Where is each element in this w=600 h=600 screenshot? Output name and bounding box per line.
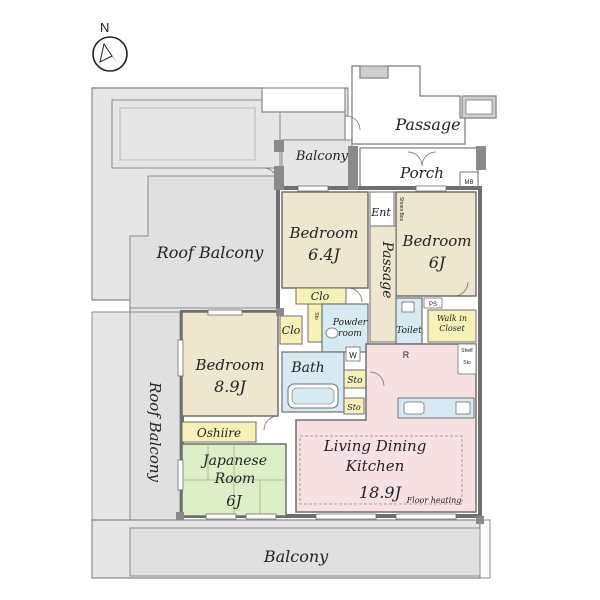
kitchen-storage-label: Sto [463, 360, 471, 366]
bedroom-1-size: 6.4J [308, 245, 341, 264]
closet-left [279, 315, 303, 345]
mb-label: MB [465, 180, 474, 186]
ps-label: PS [429, 302, 437, 308]
compass: N [92, 20, 128, 72]
powder-room-label: Powder room [332, 318, 368, 339]
roof-balcony-left-label: Roof Balcony [146, 381, 164, 483]
bedroom-2-name: Bedroom [402, 232, 472, 250]
toilet-label: Toilet [396, 326, 422, 336]
closet-upper-label: Clo [311, 290, 330, 303]
storage-2-label: Sto [347, 403, 361, 412]
columns [176, 140, 486, 524]
top-passage [344, 65, 497, 145]
floor-heating-area [299, 435, 463, 505]
balcony-bottom-label: Balcony [263, 547, 329, 566]
shoes-box-label: Shoes Box [398, 197, 404, 222]
passage-mid-label: Passage [379, 240, 395, 298]
ldk-size: 18.9J [359, 483, 403, 502]
washer-box [345, 346, 361, 362]
passage-top-label: Passage [394, 115, 460, 134]
oshiire-label: Oshiire [197, 426, 241, 440]
porch-label: Porch [399, 164, 444, 182]
door-arcs [263, 151, 469, 431]
japanese-room-size: 6J [226, 492, 243, 510]
refrigerator-label: R [403, 350, 410, 360]
bedroom-2-size: 6J [429, 253, 447, 272]
bedroom-3 [181, 311, 279, 417]
sink-icon [325, 327, 339, 339]
storage-1-label: Sto [347, 376, 363, 386]
small-storage-label: Sto [313, 312, 319, 320]
top-balcony-area [281, 139, 353, 189]
storage-2 [343, 397, 365, 415]
small-storage [307, 303, 323, 343]
ps-box [423, 297, 443, 309]
bedroom-1-name: Bedroom [289, 224, 359, 242]
balcony-top-label: Balcony [295, 149, 349, 164]
ent-label: Ent [370, 206, 391, 219]
toilet-icon [401, 301, 415, 313]
stove-icon [455, 401, 471, 415]
roof-balcony-top-label: Roof Balcony [156, 243, 265, 262]
middle-passage [369, 225, 397, 343]
entrance-area [369, 191, 395, 227]
bedroom-3-size: 8.9J [214, 377, 247, 396]
japanese-room-label: Japanese Room [202, 453, 268, 487]
walk-in-closet-label: Walk in Closet [437, 314, 467, 333]
bedroom-1 [281, 191, 369, 289]
washer-label: W [349, 351, 357, 360]
porch-area [359, 147, 479, 189]
bedroom-2 [395, 191, 477, 297]
shelf-label: Shelf [461, 348, 473, 354]
floor-heating-label: Floor heating [406, 496, 462, 505]
windows [177, 185, 457, 520]
shelf-unit [457, 343, 477, 375]
oshiire-closet [181, 421, 257, 443]
compass-letter: N [100, 20, 109, 35]
bedroom-3-name: Bedroom [195, 356, 265, 374]
closet-left-label: Clo [282, 324, 301, 337]
kitchen-sink-icon [403, 401, 425, 415]
ldk-label: Living Dining Kitchen [323, 437, 427, 475]
bath-label: Bath [290, 360, 324, 376]
walk-in-closet [427, 309, 477, 343]
